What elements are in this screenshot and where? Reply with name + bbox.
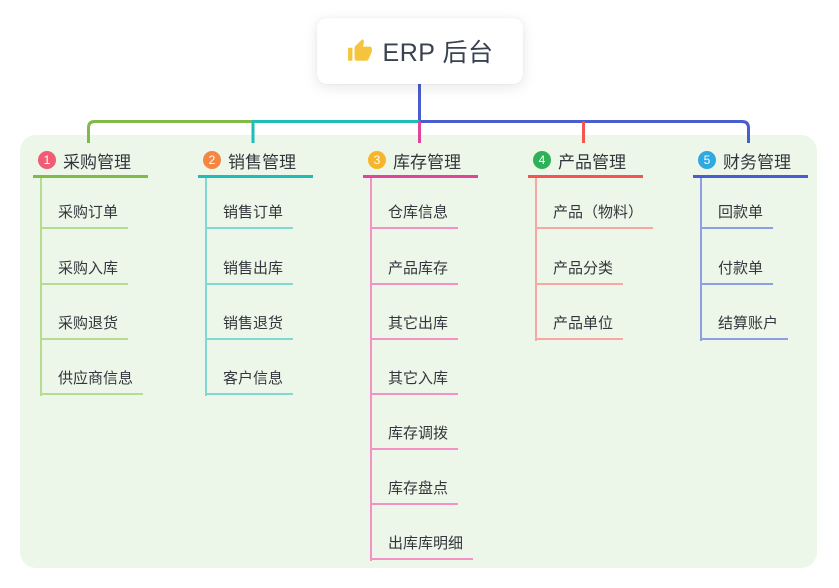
branches-panel bbox=[20, 135, 817, 568]
branch-badge: 5 bbox=[698, 151, 716, 169]
branch-node-product[interactable]: 4 产品管理 bbox=[528, 145, 643, 178]
child-node[interactable]: 销售出库 bbox=[206, 255, 294, 285]
child-node[interactable]: 销售订单 bbox=[206, 199, 294, 229]
child-node[interactable]: 客户信息 bbox=[206, 365, 294, 395]
branch-label: 财务管理 bbox=[723, 152, 791, 172]
child-node[interactable]: 采购退货 bbox=[41, 310, 129, 340]
branch-badge: 3 bbox=[368, 151, 386, 169]
child-node[interactable]: 采购订单 bbox=[41, 199, 129, 229]
child-node[interactable]: 仓库信息 bbox=[371, 199, 459, 229]
child-node[interactable]: 付款单 bbox=[701, 255, 774, 285]
thumbs-up-icon bbox=[347, 39, 372, 61]
branch-badge: 2 bbox=[203, 151, 221, 169]
child-node[interactable]: 供应商信息 bbox=[41, 365, 144, 395]
child-node[interactable]: 其它出库 bbox=[371, 310, 459, 340]
branch-node-sales[interactable]: 2 销售管理 bbox=[198, 145, 313, 178]
branch-badge: 1 bbox=[38, 151, 56, 169]
child-node[interactable]: 结算账户 bbox=[701, 310, 789, 340]
branch-badge: 4 bbox=[533, 151, 551, 169]
branch-label: 采购管理 bbox=[63, 152, 131, 172]
branch-label: 销售管理 bbox=[228, 152, 296, 172]
child-node[interactable]: 产品分类 bbox=[536, 255, 624, 285]
child-node[interactable]: 其它入库 bbox=[371, 365, 459, 395]
child-node[interactable]: 采购入库 bbox=[41, 255, 129, 285]
child-node[interactable]: 回款单 bbox=[701, 199, 774, 229]
child-node[interactable]: 产品单位 bbox=[536, 310, 624, 340]
child-node[interactable]: 产品库存 bbox=[371, 255, 459, 285]
child-node[interactable]: 库存调拨 bbox=[371, 420, 459, 450]
branch-node-inventory[interactable]: 3 库存管理 bbox=[363, 145, 478, 178]
branch-label: 库存管理 bbox=[393, 152, 461, 172]
branch-node-purchase[interactable]: 1 采购管理 bbox=[33, 145, 148, 178]
child-node[interactable]: 销售退货 bbox=[206, 310, 294, 340]
child-node[interactable]: 出库库明细 bbox=[371, 530, 474, 560]
branch-label: 产品管理 bbox=[558, 152, 626, 172]
branch-node-finance[interactable]: 5 财务管理 bbox=[693, 145, 808, 178]
child-node[interactable]: 产品（物料） bbox=[536, 199, 654, 229]
root-title: ERP 后台 bbox=[382, 39, 494, 67]
root-node[interactable]: ERP 后台 bbox=[317, 18, 523, 84]
child-node[interactable]: 库存盘点 bbox=[371, 475, 459, 505]
